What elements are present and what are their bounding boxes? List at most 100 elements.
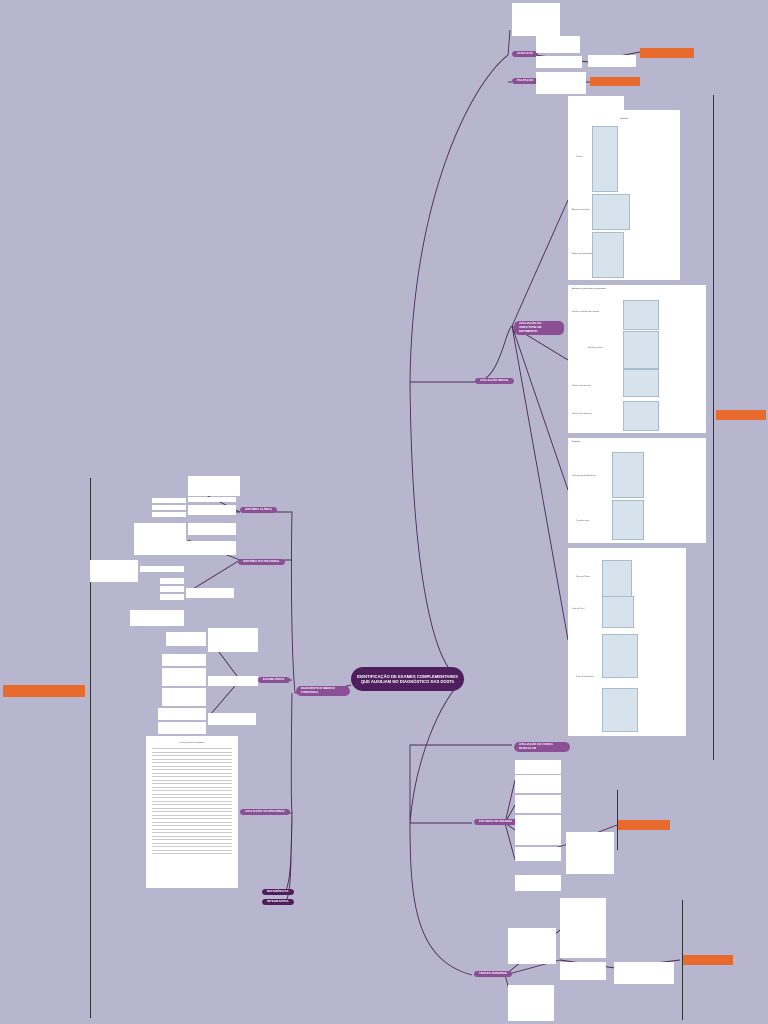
panel-row-label: Rotação do antebraço (572, 413, 592, 415)
highlight-note (618, 820, 670, 830)
panel-row-label: Teste de Phalen (576, 576, 591, 578)
illustration (602, 596, 634, 628)
branch-ausculta[interactable]: AUSCULTA (512, 51, 539, 57)
branch-historia-ocupacional[interactable]: HISTÓRIA OCUPACIONAL (238, 559, 286, 565)
connector-right-trunk (409, 54, 509, 680)
brace-line-right-3 (682, 900, 683, 1020)
illustration (592, 126, 618, 192)
brace-line-right-2 (617, 790, 618, 850)
highlight-note (683, 955, 733, 965)
note-block (560, 898, 606, 918)
note-block (536, 56, 582, 68)
illustration (592, 194, 630, 230)
form-title: Ficha de avaliação ocupacional (179, 742, 205, 744)
branch-avaliacao-inicial[interactable]: AVALIAÇÃO INICIAL (475, 378, 515, 384)
form-line (152, 814, 232, 815)
panel-row-label: Flexão e desvio ulnar (572, 385, 592, 387)
panel-text (658, 403, 704, 425)
image-panel-inspecao: Inspeção Postura Alteração estrutural Ed… (568, 110, 680, 280)
branch-referencias[interactable]: REFERÊNCIAS (262, 889, 294, 895)
panel-row-label: Flexão de punho (588, 347, 603, 349)
note-block (560, 962, 606, 980)
branch-avaliacao-ocupacional[interactable]: AVALIAÇÃO OCUPACIONAL (240, 809, 291, 815)
note-block (186, 588, 234, 598)
branch-forca-muscular[interactable]: AVALIAÇÃO DA FORÇA MUSCULAR (514, 742, 570, 752)
note-block (536, 72, 586, 94)
panel-text (658, 341, 704, 353)
note-block (162, 688, 206, 706)
form-line (152, 835, 232, 836)
branch-integrantes[interactable]: INTEGRANTES (262, 899, 294, 905)
note-block (166, 632, 206, 646)
note-block (158, 722, 206, 734)
panel-row-label: Edema ou deformidade (572, 253, 593, 255)
form-line (152, 811, 232, 812)
panel-text (644, 464, 702, 484)
note-block (152, 498, 186, 503)
note-block (614, 962, 674, 984)
form-line (152, 821, 232, 822)
panel-row-label: Teste de Tinel (572, 608, 585, 610)
illustration (612, 452, 644, 498)
note-block (160, 594, 184, 600)
note-block (152, 512, 186, 517)
branch-palpacao[interactable]: PALPAÇÃO (512, 78, 539, 84)
form-line (152, 818, 232, 819)
illustration (612, 500, 644, 540)
form-line (152, 797, 232, 798)
form-line (152, 832, 232, 833)
note-block (508, 928, 556, 964)
panel-row-label: Alteração estrutural (572, 209, 590, 211)
panel-row-label: Flexão e extensão do cotovelo (572, 311, 600, 313)
form-line (152, 755, 232, 756)
form-line (152, 800, 232, 801)
form-line (152, 839, 232, 840)
note-block (566, 832, 614, 874)
note-block (515, 775, 561, 793)
form-line (152, 769, 232, 770)
note-block (560, 918, 606, 958)
branch-historia-clinica[interactable]: HISTÓRIA CLÍNICA (240, 507, 278, 513)
note-block (208, 628, 258, 652)
illustration (623, 300, 659, 330)
form-line (152, 783, 232, 784)
note-block (208, 676, 258, 686)
branch-estudos-imagem[interactable]: ESTUDOS DE IMAGEM (474, 819, 517, 825)
form-line (152, 772, 232, 773)
note-block (188, 476, 240, 496)
panel-row-label: Túnel do carpo (576, 520, 590, 522)
branch-diagnostico[interactable]: DIAGNÓSTICO MÉDICO FUNCIONAL (296, 686, 350, 696)
note-block (140, 566, 184, 572)
panel-text (632, 204, 676, 218)
form-line (152, 748, 232, 749)
form-line (152, 786, 232, 787)
branch-exame-fisico[interactable]: EXAME FÍSICO (258, 677, 290, 683)
image-panel-amplitude: Avaliação da amplitude de movimento Flex… (568, 285, 706, 433)
brace-line-right-1 (713, 95, 714, 760)
note-block (515, 847, 561, 861)
panel-text (634, 596, 684, 626)
branch-amplitude-movimento[interactable]: AVALIAÇÃO DA AMPLITUDE DE MOVIMENTO (514, 321, 564, 335)
panel-title: Palpação (572, 441, 581, 443)
note-block (162, 654, 206, 666)
form-line (152, 762, 232, 763)
central-topic[interactable]: IDENTIFICAÇÃO DE EXAMES COMPLEMENTARES Q… (351, 667, 464, 691)
panel-text (644, 502, 702, 536)
highlight-note (3, 685, 85, 697)
note-block (188, 523, 236, 535)
note-block (515, 795, 561, 813)
note-block (588, 55, 636, 67)
illustration (592, 232, 624, 278)
illustration (602, 688, 638, 732)
note-block (158, 708, 206, 720)
highlight-note (590, 77, 640, 86)
form-line (152, 807, 232, 808)
highlight-note (716, 410, 766, 420)
branch-testes-diversos[interactable]: TESTES DIVERSOS (474, 971, 513, 977)
form-line (152, 853, 232, 854)
form-line (152, 849, 232, 850)
note-block (536, 36, 580, 53)
panel-text (634, 562, 684, 594)
panel-text (636, 634, 684, 730)
note-block (512, 3, 560, 36)
